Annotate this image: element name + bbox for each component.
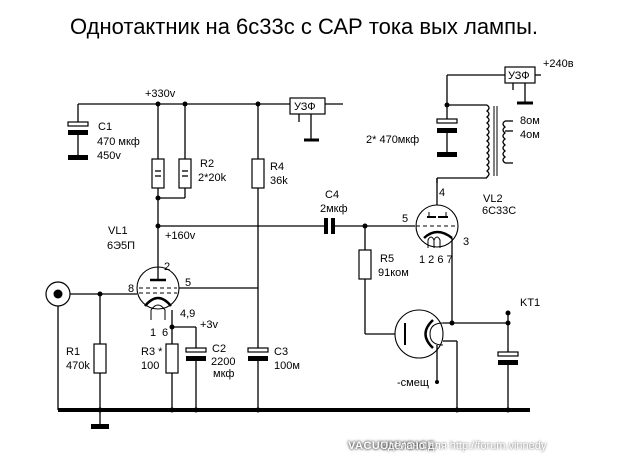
- r3-name: R3 *: [141, 346, 163, 358]
- c1-value: 470 мкф: [97, 136, 140, 148]
- r2-name: R2: [200, 158, 214, 170]
- neg-bias-label: -смещ: [397, 377, 429, 389]
- watermark-overlay: Сделано для http://forum.vinnedy: [380, 440, 546, 452]
- uzf1-label: УЗФ: [294, 101, 316, 113]
- vl1-pin-cathode-a: 1: [150, 327, 156, 339]
- c1-voltage: 450v: [97, 150, 121, 162]
- c-out-value: 2* 470мкф: [366, 134, 419, 146]
- watermark-line2: Сделано для http://forum.vinnedy: [380, 440, 547, 452]
- c3-name: C3: [274, 346, 288, 358]
- mid-node-label: +160v: [165, 230, 196, 242]
- resistor-r5: [358, 226, 405, 335]
- c2-unit: мкф: [213, 368, 234, 380]
- output-transformer: [485, 104, 513, 178]
- c2-name: C2: [212, 343, 226, 355]
- kt1-label: KT1: [520, 297, 540, 309]
- c2-value: 2200: [211, 356, 235, 368]
- test-point-kt1: [497, 310, 519, 410]
- vl1-pin-heater: 4,9: [180, 308, 195, 320]
- r5-name: R5: [380, 253, 394, 265]
- watermark: VACUUMVOICE: [348, 440, 435, 452]
- vl1-type: 6Э5П: [107, 240, 135, 252]
- uzf1-block: [289, 97, 326, 142]
- uzf2-block: [504, 66, 541, 105]
- r2-value: 2*20k: [198, 172, 227, 184]
- tube-vl1: [67, 263, 258, 327]
- mid-node-wire: [155, 223, 324, 229]
- resistor-r1: [91, 294, 109, 429]
- r1-value: 470k: [66, 360, 90, 372]
- vl1-pin-screen: 5: [185, 277, 191, 289]
- vl1-pin-cathode-b: 6: [162, 327, 168, 339]
- capacitor-c4: [324, 218, 415, 234]
- cathode-network: [165, 324, 207, 410]
- tap-4ohm-label: 4ом: [520, 129, 540, 141]
- vl1-name: VL1: [108, 225, 128, 237]
- r3-value: 100: [141, 360, 159, 372]
- cathode-bias-label: +3v: [200, 319, 219, 331]
- regulator-tube: [394, 309, 508, 410]
- vl2-type: 6С33С: [482, 205, 516, 217]
- vl2-pin-grid: 5: [402, 213, 408, 225]
- c3-value: 100м: [274, 360, 300, 372]
- c4-name: C4: [325, 189, 339, 201]
- r4-value: 36k: [270, 175, 288, 187]
- c4-value: 2мкф: [320, 203, 348, 215]
- b-plus-label: +330v: [145, 88, 176, 100]
- vl2-name-label: VL2: [483, 193, 503, 205]
- r4-name: R4: [270, 161, 284, 173]
- vl2-pin-others: 1 2 6 7: [419, 254, 453, 266]
- output-supply: [436, 74, 505, 183]
- tube-vl2: [415, 178, 459, 323]
- vl1-pin-anode: 2: [164, 261, 170, 273]
- ground-symbol: [91, 424, 109, 429]
- ground-bus: [58, 407, 530, 413]
- vl2-pin-cathode: 3: [463, 236, 469, 248]
- capacitor-c3: [247, 347, 269, 410]
- resistor-r4: [251, 104, 265, 348]
- watermark-line1: VACUUMVOICE: [348, 440, 436, 452]
- c1-name: C1: [98, 121, 112, 133]
- vl1-pin-grid: 8: [128, 283, 134, 295]
- input-jack[interactable]: [45, 281, 103, 410]
- r1-name: R1: [66, 346, 80, 358]
- uzf2-label: УЗФ: [508, 70, 530, 82]
- diagram-title: Однотактник на 6с33с с САР тока вых ламп…: [70, 14, 539, 39]
- vl2-pin-anode: 4: [439, 187, 445, 199]
- out-supply-label: +240в: [543, 58, 574, 70]
- capacitor-c1: [67, 104, 89, 160]
- tap-8ohm-label: 8ом: [520, 115, 540, 127]
- r5-value: 91ком: [378, 267, 409, 279]
